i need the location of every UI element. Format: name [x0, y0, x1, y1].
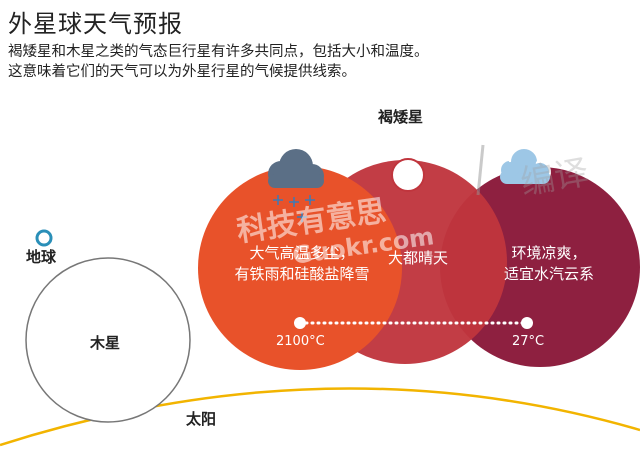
clear-sky-icon — [391, 158, 425, 192]
intro-text: 褐矮星和木星之类的气态巨行星有许多共同点，包括大小和温度。 这意味着它们的天气可… — [8, 42, 608, 82]
cloud-snow-icon — [268, 149, 324, 222]
cool-weather-line-1: 环境凉爽， — [511, 244, 587, 262]
hot-weather-line-1: 大气高温多尘， — [249, 244, 355, 262]
temp-dot-hot — [294, 317, 306, 329]
brown-dwarf-label: 褐矮星 — [378, 108, 424, 126]
sun-label: 太阳 — [186, 410, 217, 428]
cloud-icon — [499, 147, 551, 184]
hot-zone-circle — [198, 166, 402, 370]
cool-zone-weather: 环境凉爽， 适宜水汽云系 — [484, 243, 614, 285]
earth-label: 地球 — [26, 248, 57, 266]
temp-cool-label: 27°C — [512, 334, 545, 349]
temp-hot-label: 2100°C — [276, 334, 325, 349]
earth-circle — [35, 229, 53, 247]
jupiter-circle — [25, 257, 191, 423]
page-title: 外星球天气预报 — [8, 10, 183, 38]
hot-zone-weather: 大气高温多尘， 有铁雨和硅酸盐降雪 — [204, 243, 400, 285]
watermark-divider — [476, 144, 485, 196]
intro-line-1: 褐矮星和木星之类的气态巨行星有许多共同点，包括大小和温度。 — [8, 44, 429, 60]
cool-weather-line-2: 适宜水汽云系 — [503, 265, 594, 283]
mid-zone-weather: 大都晴天 — [387, 249, 448, 267]
hot-weather-line-2: 有铁雨和硅酸盐降雪 — [234, 265, 370, 283]
temp-dot-cool — [521, 317, 533, 329]
jupiter-label: 木星 — [90, 334, 121, 352]
intro-line-2: 这意味着它们的天气可以为外星行星的气候提供线索。 — [8, 64, 356, 80]
